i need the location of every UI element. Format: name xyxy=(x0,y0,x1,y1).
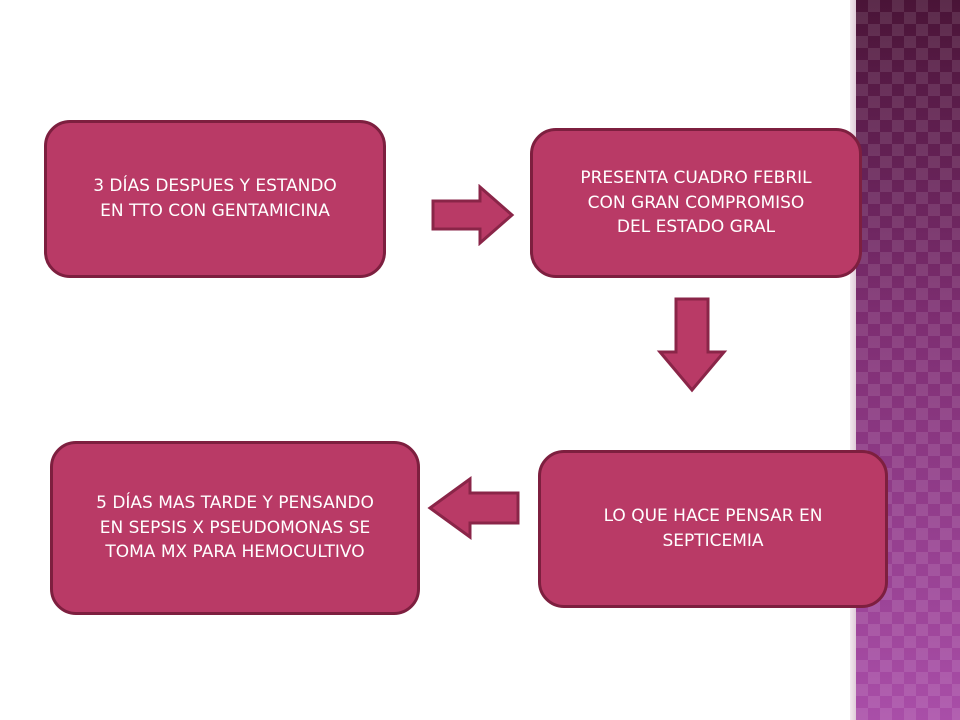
flow-box-cuadro-febril: PRESENTA CUADRO FEBRIL CON GRAN COMPROMI… xyxy=(530,128,862,278)
side-band-edge xyxy=(850,0,858,720)
flow-box-gentamicina: 3 DÍAS DESPUES Y ESTANDO EN TTO CON GENT… xyxy=(44,120,386,278)
flow-box-hemocultivo: 5 DÍAS MAS TARDE Y PENSANDO EN SEPSIS X … xyxy=(50,441,420,615)
flow-box-septicemia: LO QUE HACE PENSAR EN SEPTICEMIA xyxy=(538,450,888,608)
decorative-side-band xyxy=(856,0,960,720)
arrow-down-icon xyxy=(656,297,728,393)
arrow-left-icon xyxy=(427,476,520,540)
arrow-right-icon xyxy=(431,184,515,246)
